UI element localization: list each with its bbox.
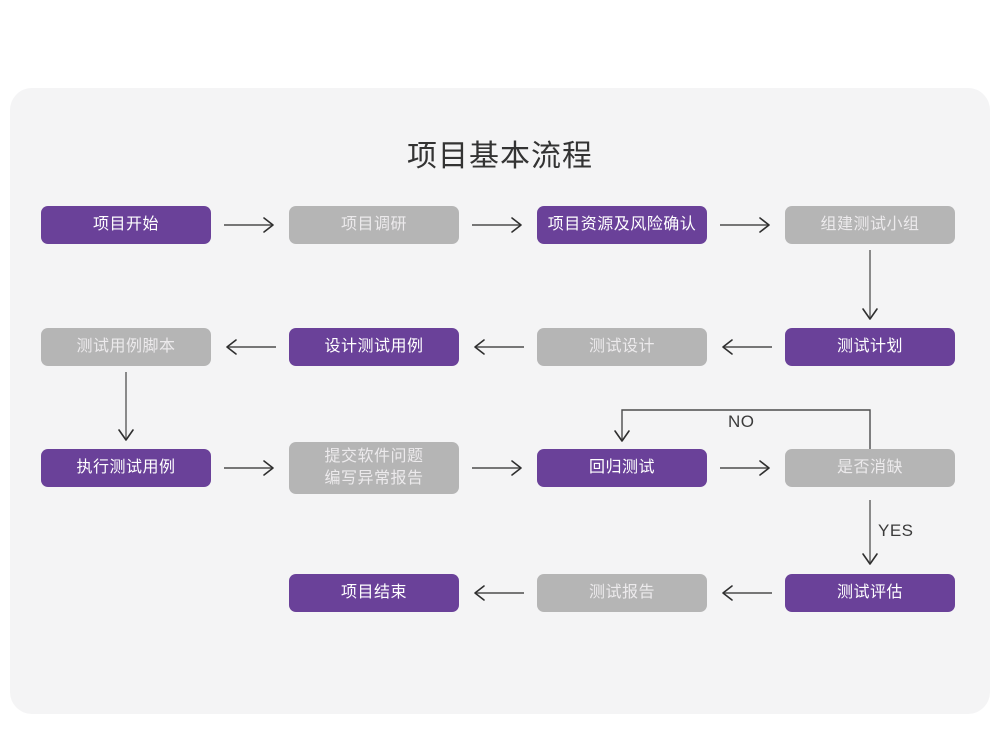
node-test-case-script[interactable]: 测试用例脚本 <box>41 328 211 366</box>
node-design-test-cases[interactable]: 设计测试用例 <box>289 328 459 366</box>
page-title: 项目基本流程 <box>407 140 593 173</box>
node-submit-defects-report[interactable]: 提交软件问题 编写异常报告 <box>289 442 459 494</box>
node-project-research[interactable]: 项目调研 <box>289 206 459 244</box>
node-test-evaluation[interactable]: 测试评估 <box>785 574 955 612</box>
node-resource-risk-confirmation[interactable]: 项目资源及风险确认 <box>537 206 707 244</box>
node-test-design[interactable]: 测试设计 <box>537 328 707 366</box>
node-project-end[interactable]: 项目结束 <box>289 574 459 612</box>
node-form-test-team[interactable]: 组建测试小组 <box>785 206 955 244</box>
node-test-plan[interactable]: 测试计划 <box>785 328 955 366</box>
node-test-report[interactable]: 测试报告 <box>537 574 707 612</box>
node-execute-test-cases[interactable]: 执行测试用例 <box>41 449 211 487</box>
node-defect-resolved-decision[interactable]: 是否消缺 <box>785 449 955 487</box>
node-project-start[interactable]: 项目开始 <box>41 206 211 244</box>
flowchart-card <box>10 88 990 714</box>
branch-label-yes: YES <box>878 521 914 540</box>
branch-label-no: NO <box>728 412 755 431</box>
node-regression-test[interactable]: 回归测试 <box>537 449 707 487</box>
